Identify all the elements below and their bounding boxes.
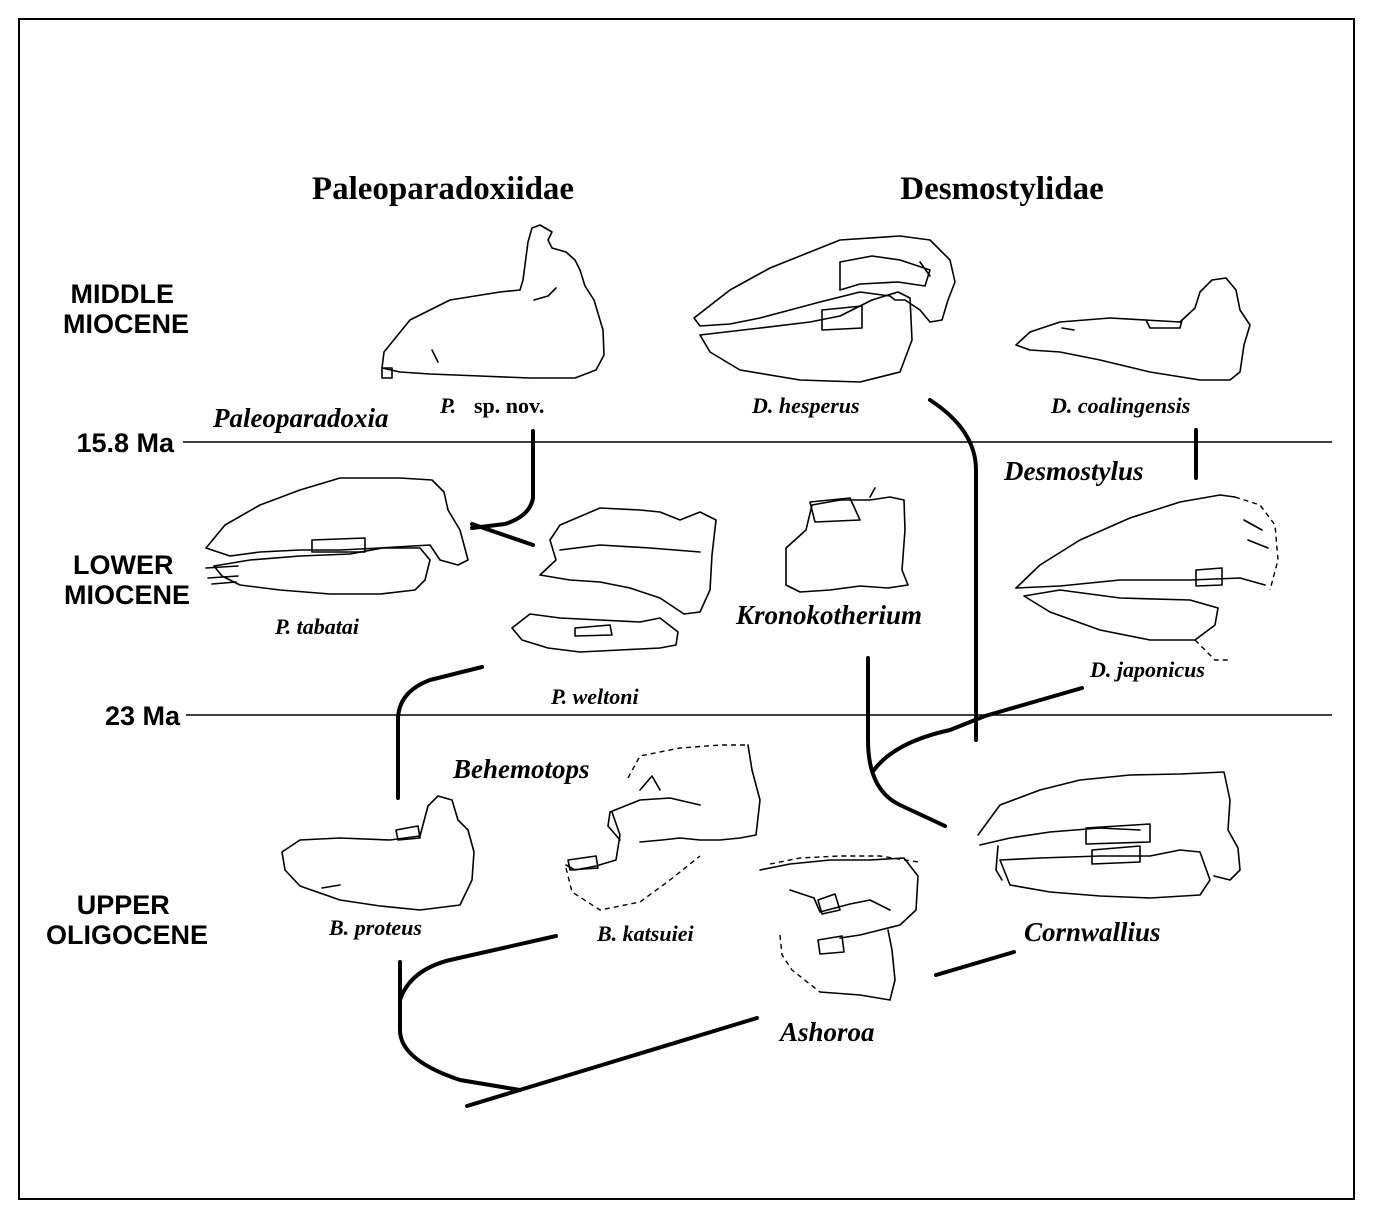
skull-d-japonicus bbox=[1016, 495, 1278, 660]
genus-label-kronokotherium: Kronokotherium bbox=[735, 600, 922, 630]
genus-label-ashoroa: Ashoroa bbox=[778, 1017, 875, 1047]
genus-label-paleoparadoxia: Paleoparadoxia bbox=[212, 403, 389, 433]
skull-cornwallius bbox=[978, 772, 1240, 898]
skull-p-sp-nov bbox=[382, 225, 604, 378]
epoch-label-lower-miocene: LOWER MIOCENE bbox=[64, 550, 190, 610]
species-label-p-sp-nov-genus: P. bbox=[439, 393, 456, 418]
skull-ashoroa bbox=[760, 856, 918, 1000]
species-label-b-proteus: B. proteus bbox=[328, 915, 422, 940]
genus-label-desmostylus: Desmostylus bbox=[1003, 456, 1144, 486]
species-label-d-coalingensis: D. coalingensis bbox=[1050, 393, 1190, 418]
cladogram-branches bbox=[398, 400, 1196, 1106]
skull-p-tabatai bbox=[206, 478, 468, 594]
genus-label-behemotops: Behemotops bbox=[452, 754, 590, 784]
epoch-label-upper-oligocene: UPPER OLIGOCENE bbox=[46, 890, 208, 950]
figure-border bbox=[19, 19, 1354, 1199]
species-label-p-sp-nov-epithet: sp. nov. bbox=[474, 393, 544, 418]
skull-p-weltoni bbox=[512, 508, 716, 652]
genus-label-cornwallius: Cornwallius bbox=[1024, 917, 1161, 947]
skull-d-hesperus bbox=[694, 236, 955, 382]
species-label-d-japonicus: D. japonicus bbox=[1089, 657, 1205, 682]
species-label-p-sp-nov: P. sp. nov. bbox=[439, 393, 544, 418]
age-label-15-8-ma: 15.8 Ma bbox=[76, 428, 175, 458]
skull-kronokotherium bbox=[786, 488, 908, 592]
species-label-p-weltoni: P. weltoni bbox=[550, 684, 640, 709]
species-label-d-hesperus: D. hesperus bbox=[751, 393, 860, 418]
family-title-desmostylidae: Desmostylidae bbox=[900, 171, 1103, 207]
skull-b-katsuiei bbox=[566, 745, 760, 910]
species-label-p-tabatai: P. tabatai bbox=[274, 614, 360, 639]
age-label-23-ma: 23 Ma bbox=[105, 701, 181, 731]
epoch-label-middle-miocene: MIDDLE MIOCENE bbox=[63, 279, 189, 339]
family-title-paleoparadoxiidae: Paleoparadoxiidae bbox=[312, 171, 574, 207]
species-label-b-katsuiei: B. katsuiei bbox=[596, 921, 694, 946]
skull-b-proteus bbox=[282, 796, 474, 910]
skull-d-coalingensis bbox=[1016, 278, 1250, 380]
